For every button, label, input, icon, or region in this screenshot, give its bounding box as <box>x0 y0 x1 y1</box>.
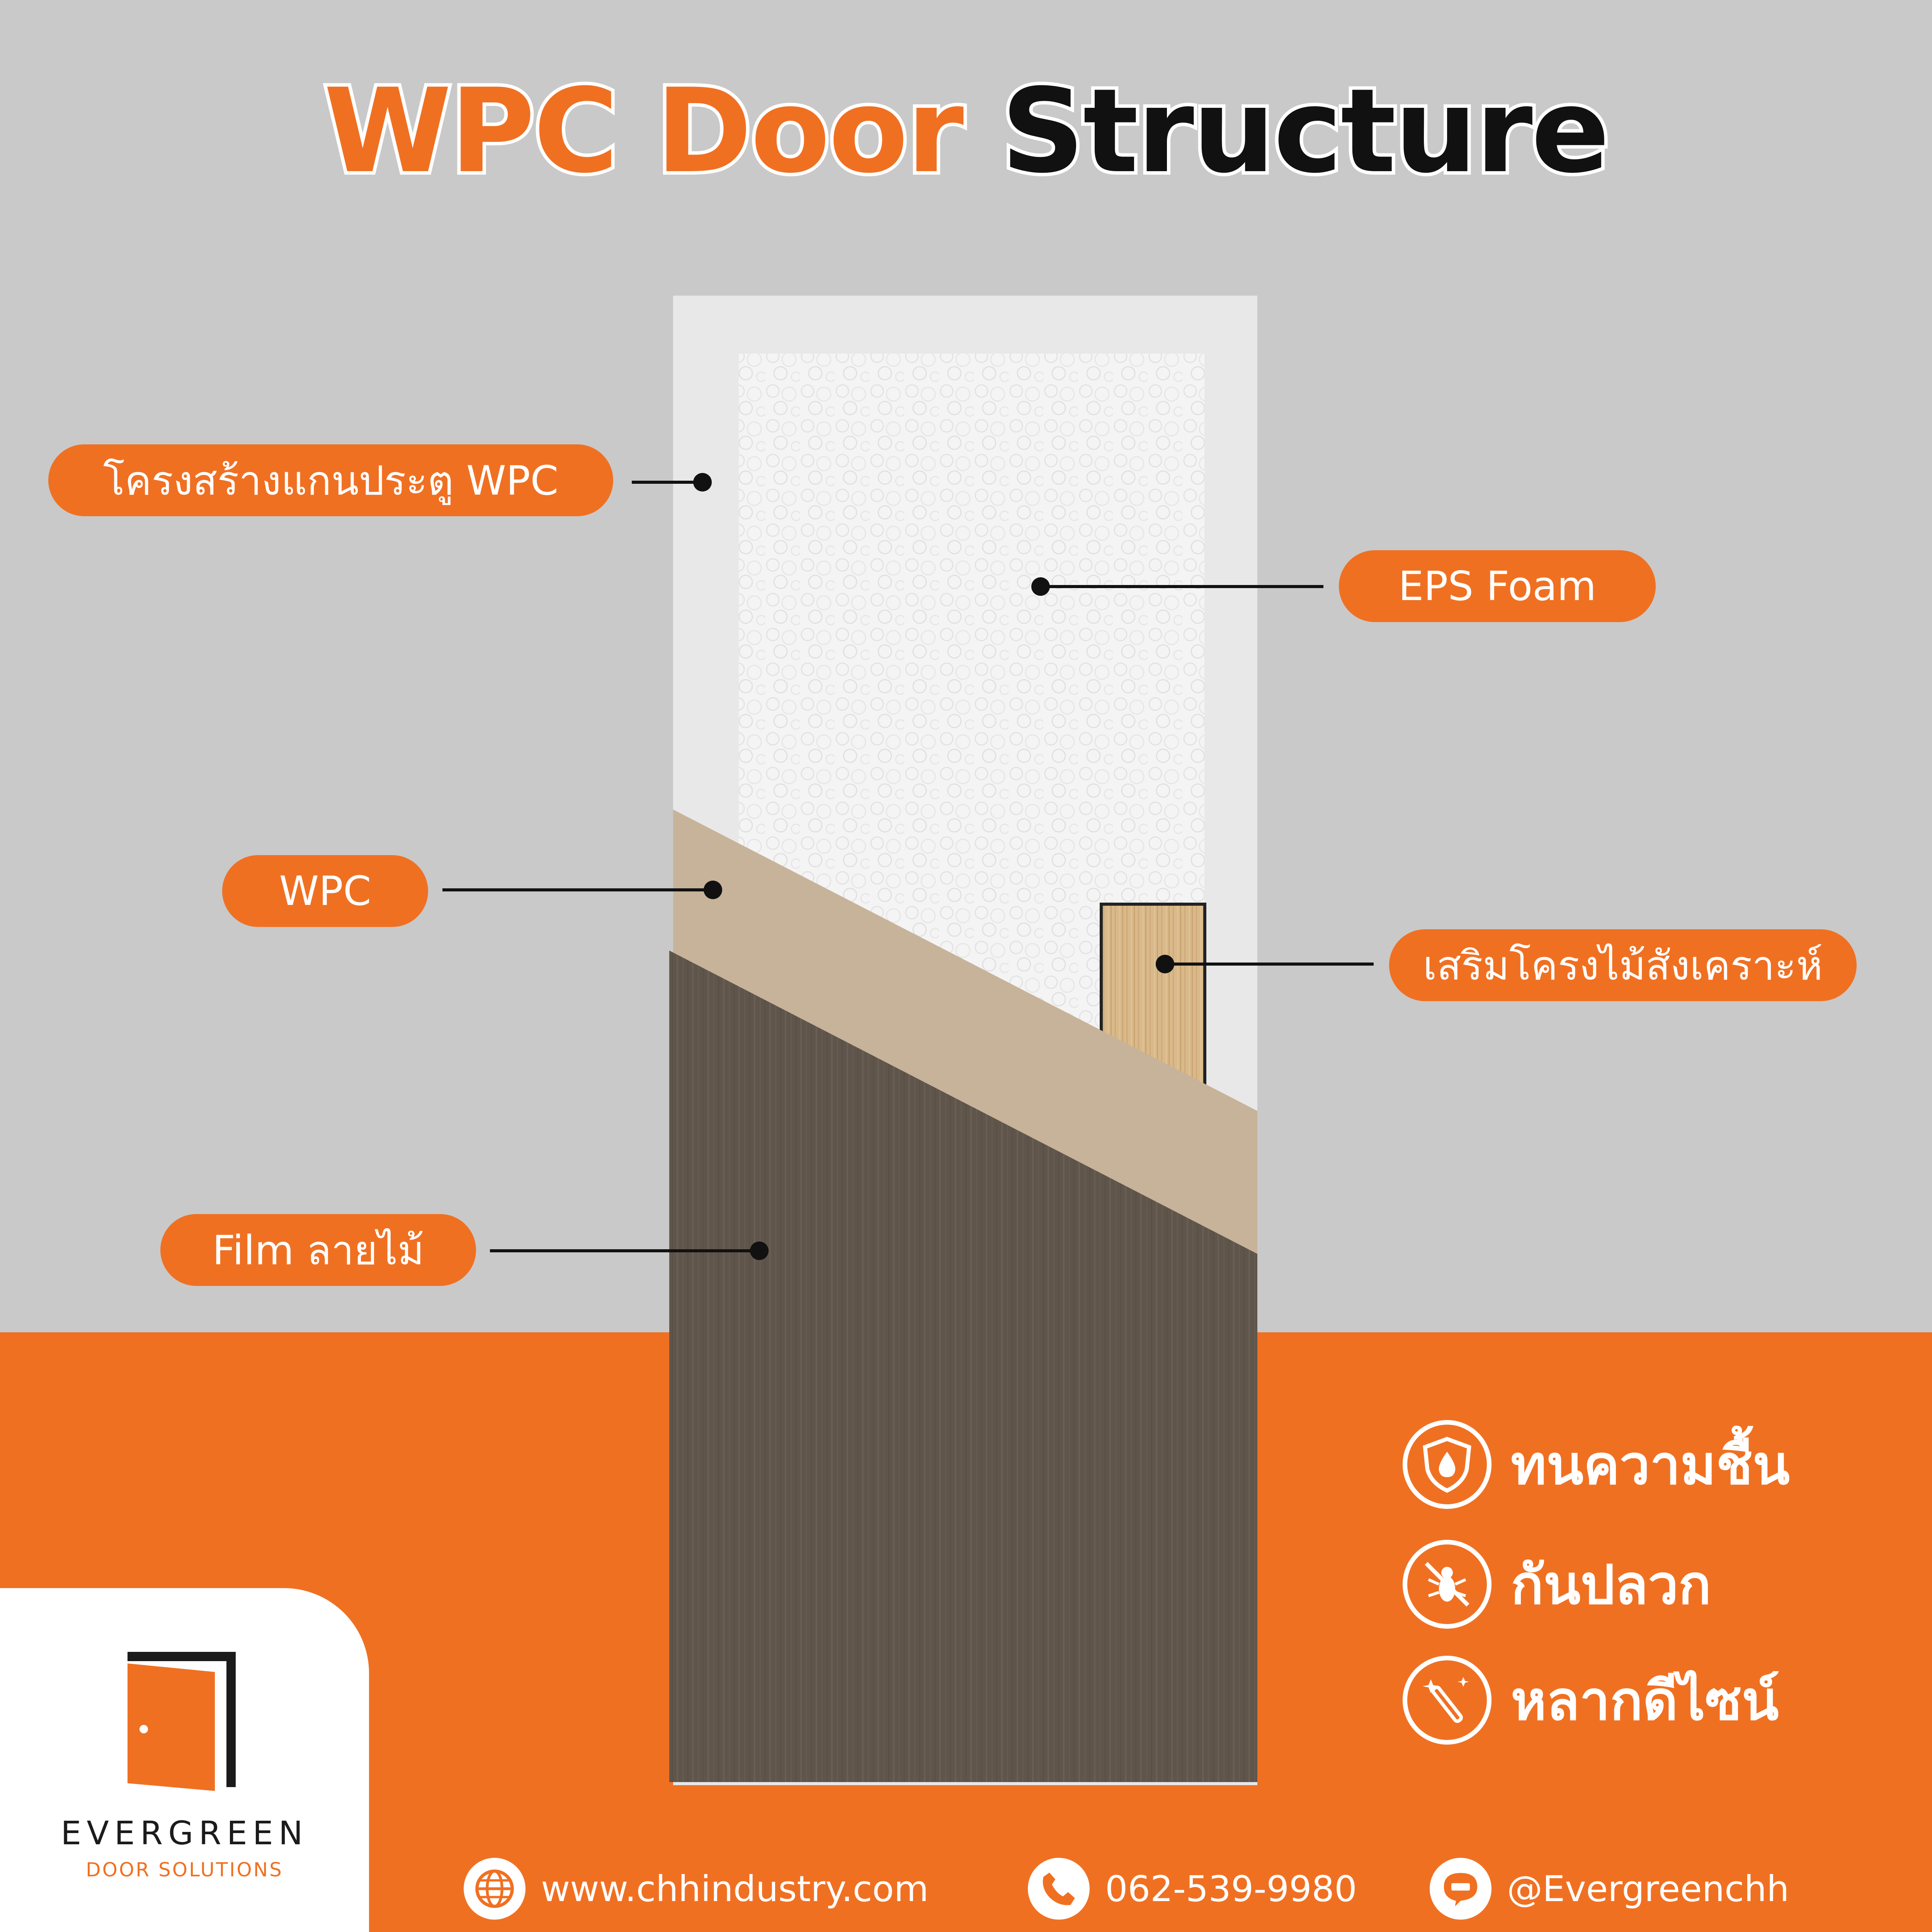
callout-synthetic-wood: เสริมโครงไม้สังเคราะห์ <box>1389 929 1857 1001</box>
shield-drop-icon <box>1403 1420 1492 1509</box>
callout-frame: โครงสร้างแกนประตู WPC <box>48 444 613 516</box>
brand-name: EVERGREEN <box>61 1814 308 1852</box>
title-accent: WPC Door <box>320 64 968 199</box>
phone-text: 062-539-9980 <box>1105 1868 1357 1910</box>
leader-dot-foam <box>1031 577 1050 596</box>
leader-dot-frame <box>693 473 712 492</box>
contact-line[interactable]: @Evergreenchh <box>1430 1858 1789 1920</box>
feature-label: ทนความชื้น <box>1511 1434 1790 1497</box>
feature-label: กันปลวก <box>1511 1553 1711 1617</box>
website-text: www.chhindustry.com <box>541 1868 929 1910</box>
feature-moisture: ทนความชื้น <box>1403 1420 1790 1509</box>
no-termite-icon <box>1403 1540 1492 1629</box>
phone-icon <box>1028 1858 1090 1920</box>
leader-dot-wpc <box>704 881 722 899</box>
leader-dot-film <box>750 1242 769 1260</box>
title-main: Structure <box>998 64 1613 199</box>
leader-dot-reinforce <box>1156 955 1174 973</box>
line-id-text: @Evergreenchh <box>1507 1868 1789 1910</box>
wpc-layer <box>673 810 1257 1258</box>
line-icon <box>1430 1858 1492 1920</box>
brand-tagline: DOOR SOLUTIONS <box>86 1859 283 1881</box>
callout-eps-foam: EPS Foam <box>1339 550 1656 622</box>
globe-icon <box>464 1858 526 1920</box>
contact-website[interactable]: www.chhindustry.com <box>464 1858 929 1920</box>
brand-card <box>0 1588 369 1932</box>
door-logo-icon <box>128 1652 236 1791</box>
callout-wpc: WPC <box>222 855 428 927</box>
magic-wand-icon <box>1403 1656 1492 1745</box>
callout-wood-film: Film ลายไม้ <box>160 1214 476 1286</box>
page-title: WPC Door Structure <box>0 70 1932 193</box>
contact-phone[interactable]: 062-539-9980 <box>1028 1858 1357 1920</box>
feature-design: หลากดีไซน์ <box>1403 1656 1779 1745</box>
feature-termite: กันปลวก <box>1403 1540 1711 1629</box>
wood-film-layer <box>669 951 1257 1782</box>
feature-label: หลากดีไซน์ <box>1511 1669 1779 1733</box>
